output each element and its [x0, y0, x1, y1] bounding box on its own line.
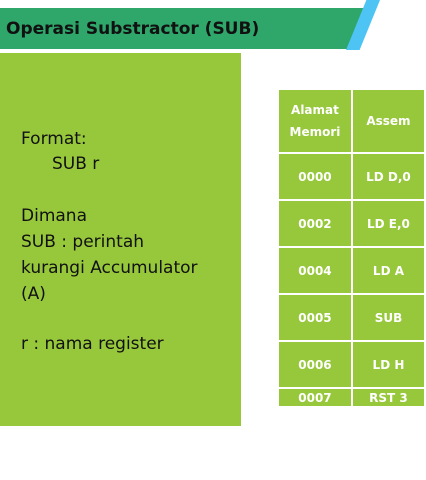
address-cell: 0002	[279, 201, 353, 248]
assembly-cell: RST 3	[352, 389, 426, 408]
table-header-row: Alamat Memori Assem	[279, 90, 426, 154]
format-value: SUB r	[52, 154, 100, 174]
description-panel: Format: SUB r Dimana SUB : perintah kura…	[0, 53, 241, 426]
slide-title: Operasi Substractor (SUB)	[6, 19, 260, 39]
table-row: 0000 LD D,0	[279, 154, 426, 201]
instruction-table: Alamat Memori Assem 0000 LD D,0 0002 LD …	[279, 90, 426, 414]
sub-description-line-3: (A)	[21, 284, 46, 304]
assembly-cell: LD A	[352, 248, 426, 295]
title-bar	[0, 8, 370, 49]
address-cell: 0007	[279, 389, 353, 408]
table-row: 0004 LD A	[279, 248, 426, 295]
sub-description-line-2: kurangi Accumulator	[21, 258, 198, 278]
assembly-cell: LD E,0	[352, 201, 426, 248]
column-header-alamat-memori: Alamat Memori	[279, 90, 353, 154]
table-row: 0002 LD E,0	[279, 201, 426, 248]
table-row: 0006 LD H	[279, 342, 426, 389]
dimana-label: Dimana	[21, 206, 87, 226]
table-row: 0007 RST 3	[279, 389, 426, 408]
address-cell: 0006	[279, 342, 353, 389]
address-cell: 0000	[279, 154, 353, 201]
sub-description-line-1: SUB : perintah	[21, 232, 145, 252]
format-label: Format:	[21, 129, 87, 149]
address-cell: 0005	[279, 295, 353, 342]
address-cell: 0004	[279, 248, 353, 295]
register-description: r : nama register	[21, 334, 164, 354]
assembly-cell: SUB	[352, 295, 426, 342]
column-header-assembly: Assem	[352, 90, 426, 154]
assembly-cell: LD H	[352, 342, 426, 389]
assembly-cell: LD D,0	[352, 154, 426, 201]
table-row: 0005 SUB	[279, 295, 426, 342]
